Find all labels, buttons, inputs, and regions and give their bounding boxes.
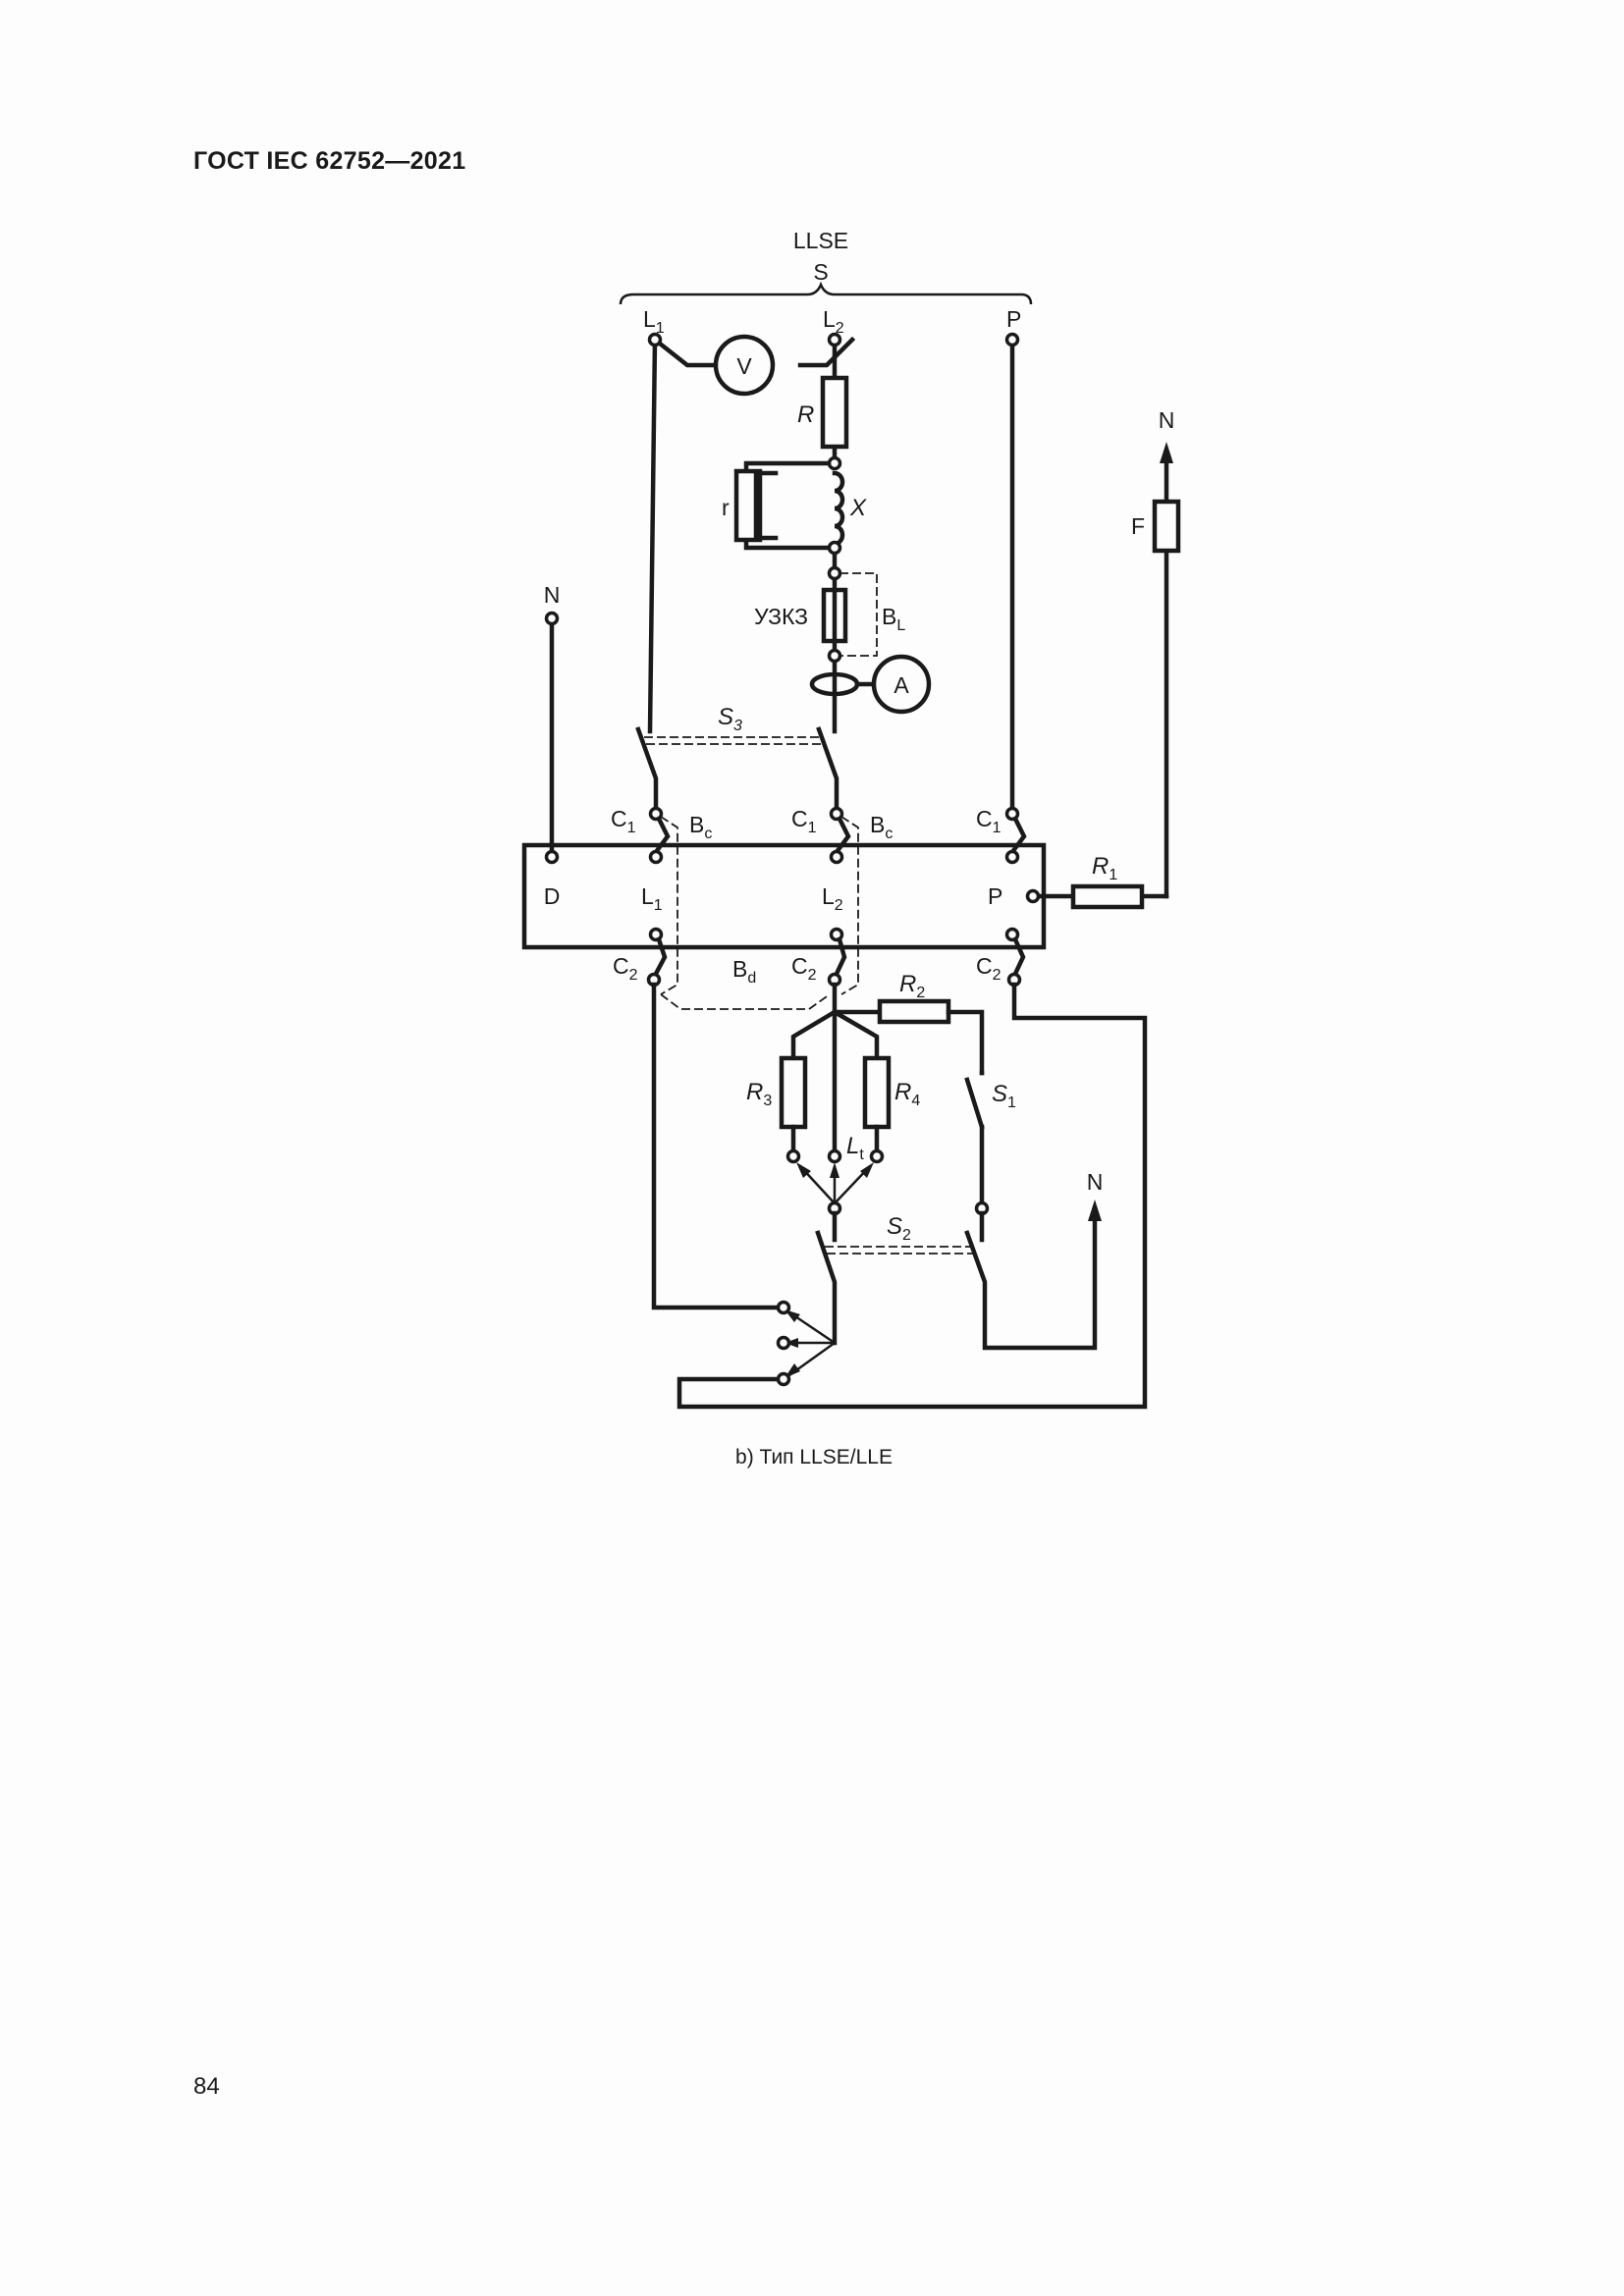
terminal-l1-label: L1 bbox=[643, 306, 665, 337]
bypass-bl-line bbox=[839, 572, 878, 657]
selector-l1-terminal bbox=[776, 1300, 791, 1315]
wire-r-top bbox=[743, 460, 838, 474]
selector-upper-arrows bbox=[796, 1162, 874, 1204]
terminal-eut-p-icon bbox=[1025, 888, 1041, 904]
reactance-x-icon bbox=[832, 470, 845, 547]
bypass-bl-label: BL bbox=[882, 604, 905, 634]
contact-c2-l2 bbox=[827, 927, 847, 988]
fuse-label: F bbox=[1131, 513, 1145, 539]
contact-c1-l1 bbox=[648, 806, 671, 865]
wire-r-bottom bbox=[743, 537, 838, 551]
switch-s3-label: S3 bbox=[718, 704, 742, 734]
contact-c2-p-label: C2 bbox=[976, 953, 1001, 984]
resistor-r1-label: R1 bbox=[1092, 853, 1117, 883]
wire-voltmeter-left bbox=[651, 336, 718, 368]
bypass-bc-l1-label: Bc bbox=[689, 812, 712, 842]
wire-r4 bbox=[831, 1008, 880, 1061]
contact-c2-l1-label: C2 bbox=[613, 953, 638, 984]
terminal-l2-icon bbox=[827, 332, 842, 347]
contact-c1-p bbox=[1004, 806, 1027, 865]
terminal-l2-label: L2 bbox=[823, 306, 844, 337]
wire-l1 bbox=[647, 337, 658, 734]
switch-s2-label: S2 bbox=[887, 1213, 911, 1244]
eut-box bbox=[521, 842, 1047, 950]
terminal-node bbox=[827, 540, 842, 556]
selector-lt-terminal bbox=[827, 1148, 842, 1164]
switch-s1-label: S1 bbox=[992, 1081, 1016, 1111]
supply-title: LLSE bbox=[793, 228, 848, 253]
contact-c1-p-label: C1 bbox=[976, 806, 1001, 836]
link-lt-label: Lt bbox=[846, 1133, 864, 1163]
neutral-bottom-right-label: N bbox=[1087, 1169, 1104, 1195]
resistor-r4-label: R4 bbox=[894, 1079, 920, 1109]
selector-r4-terminal bbox=[869, 1148, 885, 1164]
wire-p-return bbox=[677, 982, 1148, 1410]
bypass-bd-line bbox=[660, 993, 831, 1010]
eut-l1-label: L1 bbox=[641, 883, 663, 914]
neutral-top-right-label: N bbox=[1159, 407, 1175, 433]
selector-r3-terminal bbox=[785, 1148, 801, 1164]
device-uzkz-label: УЗКЗ bbox=[754, 604, 808, 629]
terminal-node bbox=[827, 648, 842, 664]
ammeter-label: A bbox=[893, 672, 909, 698]
terminal-l1-icon bbox=[647, 332, 663, 347]
arrow-up-icon bbox=[1088, 1200, 1102, 1221]
reactance-x-label: X bbox=[849, 495, 867, 521]
page-number: 84 bbox=[193, 2073, 220, 2100]
contact-c1-l2-label: C1 bbox=[791, 806, 817, 836]
bypass-bd-label: Bd bbox=[732, 956, 756, 987]
resistor-r1-icon bbox=[1070, 883, 1145, 910]
document-header: ГОСТ IEC 62752—2021 bbox=[193, 147, 466, 175]
bypass-bc-l1-line bbox=[660, 816, 678, 995]
neutral-left-label: N bbox=[544, 582, 561, 608]
terminal-neutral-left-icon bbox=[544, 611, 560, 626]
contact-c2-l2-label: C2 bbox=[791, 953, 817, 984]
resistor-small-r-label: r bbox=[722, 495, 730, 520]
contact-c1-l2 bbox=[829, 806, 851, 865]
source-label: S bbox=[813, 259, 828, 285]
terminal-p-label: P bbox=[1006, 306, 1021, 332]
wire-voltmeter-right bbox=[797, 336, 856, 368]
terminal-node bbox=[827, 565, 842, 581]
ammeter-icon bbox=[871, 654, 932, 715]
switch-s2-blade-right bbox=[964, 1212, 1098, 1351]
resistor-r2-icon bbox=[877, 998, 951, 1025]
switch-s1-blade bbox=[964, 1077, 985, 1130]
resistor-r3-icon bbox=[779, 1055, 808, 1130]
switch-s2-blade-left bbox=[815, 1230, 838, 1346]
switch-s3-blade-l1 bbox=[635, 726, 659, 816]
resistor-r4-icon bbox=[862, 1055, 892, 1130]
fuse-icon bbox=[1152, 499, 1181, 554]
selector-p-terminal bbox=[776, 1371, 791, 1387]
resistor-r2-label: R2 bbox=[899, 971, 925, 1001]
figure-caption: b) Тип LLSE/LLE bbox=[735, 1446, 893, 1468]
wire-r3 bbox=[790, 1008, 839, 1061]
terminal-d-icon bbox=[544, 849, 560, 865]
wire-l1-return bbox=[651, 982, 782, 1310]
switch-s3-blade-l2 bbox=[816, 726, 839, 816]
eut-p-label: P bbox=[988, 883, 1002, 909]
bypass-bc-l2-line bbox=[840, 816, 859, 995]
voltmeter-icon bbox=[713, 334, 776, 397]
resistor-r-icon bbox=[820, 375, 849, 450]
resistor-r-label: R bbox=[797, 401, 814, 428]
eut-d-label: D bbox=[544, 883, 561, 909]
arrow-up-icon bbox=[1160, 442, 1173, 463]
terminal-p-icon bbox=[1004, 332, 1020, 347]
selector-open-terminal bbox=[776, 1335, 791, 1351]
resistor-r3-label: R3 bbox=[746, 1079, 772, 1109]
bypass-bc-l2-label: Bc bbox=[870, 812, 893, 842]
contact-c2-p bbox=[1004, 927, 1026, 988]
terminal-node bbox=[827, 455, 842, 471]
contact-c2-l1 bbox=[646, 927, 668, 988]
eut-l2-label: L2 bbox=[822, 883, 843, 914]
selector-lower-arrows bbox=[785, 1309, 836, 1378]
r-bracket bbox=[753, 470, 779, 541]
contact-c1-l1-label: C1 bbox=[611, 806, 636, 836]
voltmeter-label: V bbox=[736, 353, 752, 379]
wire-r2-right bbox=[946, 1009, 985, 1076]
supply-brace bbox=[619, 281, 1033, 305]
